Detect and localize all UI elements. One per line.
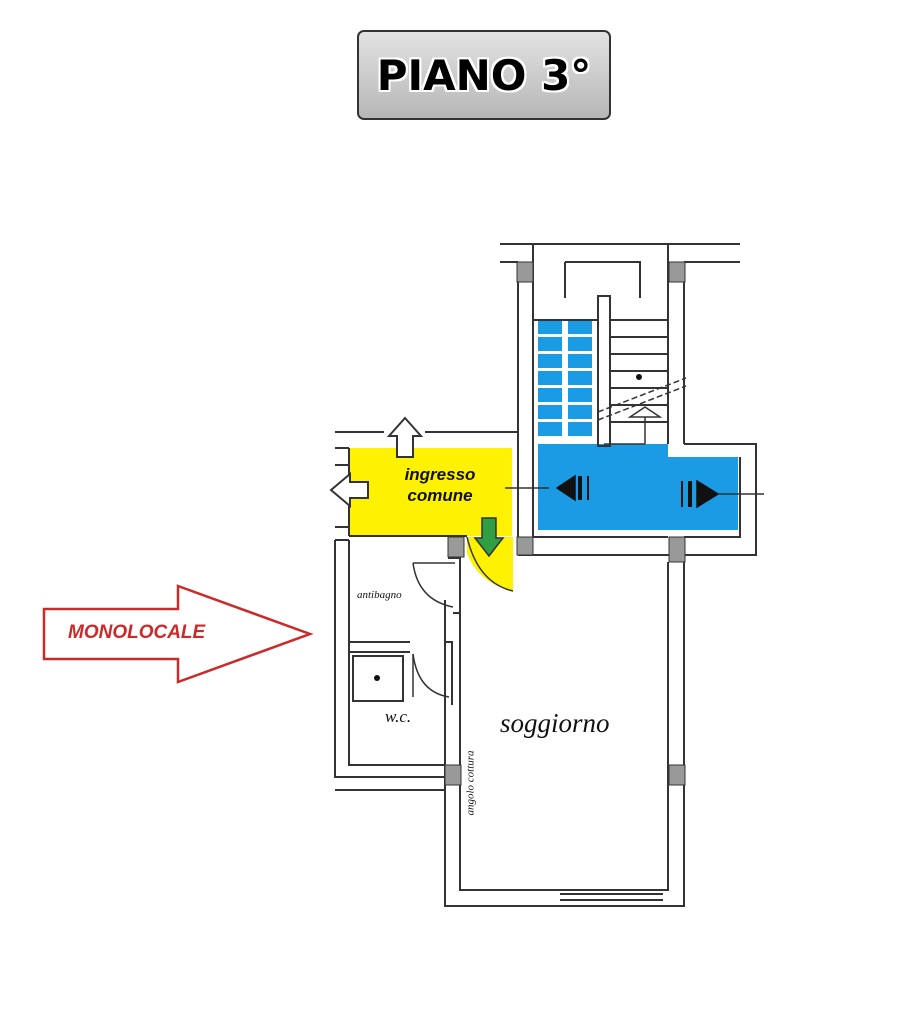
soggiorno-label: soggiorno bbox=[500, 708, 610, 738]
ingresso-line1: ingresso bbox=[404, 465, 476, 484]
common-entrance-label: ingresso comune bbox=[380, 464, 500, 506]
structural-columns bbox=[444, 261, 686, 786]
ingresso-line2: comune bbox=[407, 486, 473, 505]
stair-landing-zone bbox=[538, 444, 738, 530]
up-arrow-icon bbox=[386, 416, 424, 458]
monolocale-arrow-icon bbox=[42, 584, 314, 684]
angolo-cottura-label: angolo cottura bbox=[464, 750, 477, 816]
unit-type-label: MONOLOCALE bbox=[68, 622, 206, 643]
left-double-arrow-icon bbox=[555, 474, 589, 502]
walls bbox=[334, 243, 757, 907]
entrance-door-swing-zone bbox=[467, 537, 513, 591]
stair-dot-icon bbox=[636, 374, 642, 380]
common-entrance-zone bbox=[349, 448, 512, 536]
wc-label: w.c. bbox=[385, 707, 412, 726]
shower-tray-icon bbox=[352, 655, 404, 702]
floor-title-box: PIANO 3° bbox=[357, 30, 611, 120]
door-swings bbox=[412, 536, 514, 698]
floor-title: PIANO 3° bbox=[376, 50, 592, 100]
stair-steps-highlight bbox=[538, 320, 592, 436]
left-arrow-icon bbox=[329, 471, 369, 509]
antibagno-label: antibagno bbox=[357, 589, 402, 601]
stair-up-arrow-icon bbox=[604, 406, 663, 445]
right-double-arrow-icon bbox=[681, 479, 720, 509]
down-entry-arrow-icon bbox=[473, 517, 505, 558]
stair-break-lines bbox=[597, 377, 687, 421]
